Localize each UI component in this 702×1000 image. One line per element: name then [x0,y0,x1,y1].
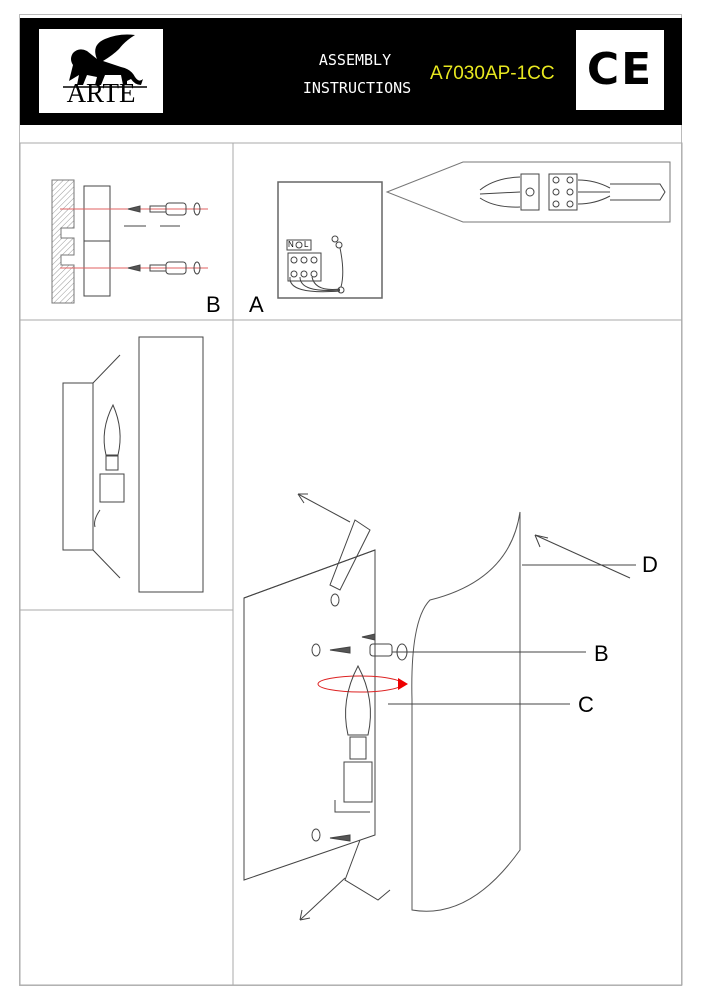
callout-b: B [594,641,609,666]
wiring-diagram [277,161,671,299]
header-bar: ARTE ASSEMBLY INSTRUCTIONS A7030AP-1CC C… [20,18,682,125]
callout-c: C [578,692,594,717]
document-title: ASSEMBLY INSTRUCTIONS [282,46,432,102]
side-view-diagram [62,336,204,593]
title-line-2: INSTRUCTIONS [302,79,412,97]
callout-d: D [642,552,658,577]
brand-logo: ARTE [39,29,163,113]
ce-mark: CE [576,30,664,110]
title-line-1: ASSEMBLY [318,51,392,69]
ce-mark-text: CE [586,44,654,95]
terminal-label-live: L [304,240,309,249]
screw-icon [127,202,201,216]
panel-label-a: A [249,292,264,317]
exploded-view-diagram [243,493,636,921]
brand-name: ARTE [66,78,136,108]
model-code: A7030AP-1CC [430,63,555,84]
panel-grid [19,142,683,986]
screw-icon [127,261,201,275]
wall-mount-diagram [51,179,208,304]
panel-label-b: B [206,292,221,317]
winged-lion-icon [63,34,147,88]
terminal-label-neutral: N [288,240,294,249]
